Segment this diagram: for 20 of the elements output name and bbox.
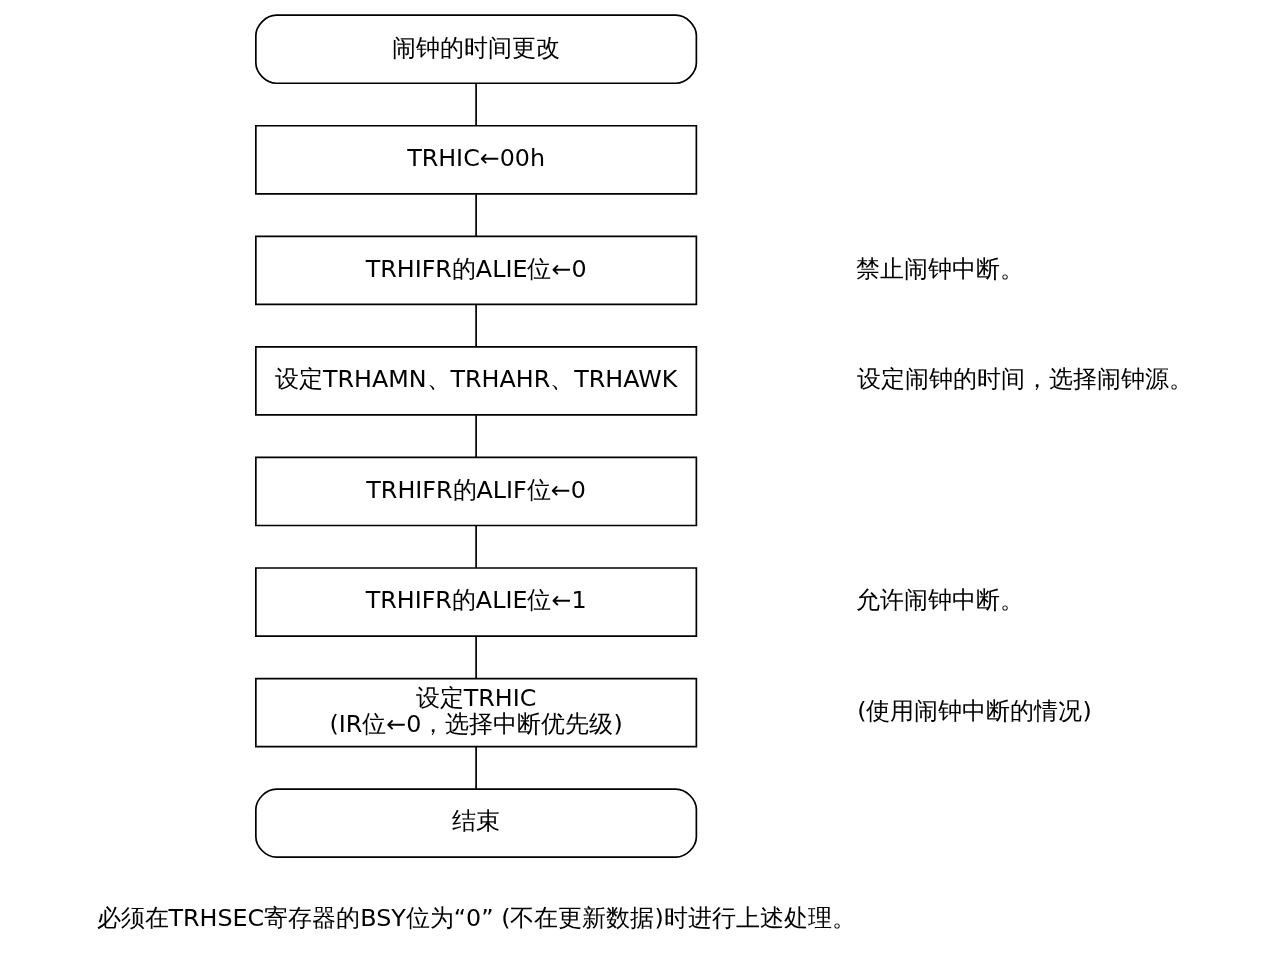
node-box: TRHIC←00h (254, 124, 697, 195)
connector (474, 414, 477, 459)
label: 设定闹钟的时间，选择闹钟源。 (857, 365, 1193, 394)
connector (474, 635, 477, 680)
node-box: 结束 (254, 788, 697, 858)
connector (474, 193, 477, 237)
node-box: 闹钟的时间更改 (254, 14, 697, 85)
connector (474, 82, 477, 127)
connector (474, 303, 477, 348)
node-box: TRHIFR的ALIE位←0 (254, 235, 697, 306)
node-box: TRHIFR的ALIE位←1 (254, 567, 697, 637)
node-box: 设定TRHAMN、TRHAHR、TRHAWK (254, 346, 697, 416)
label: (使用闹钟中断的情况) (856, 696, 1092, 725)
label: 禁止闹钟中断。 (855, 254, 1024, 283)
label: 必须在TRHSEC寄存器的BSY位为“0” (不在更新数据)时进行上述处理。 (96, 903, 856, 932)
connector (474, 525, 477, 569)
connector (474, 746, 477, 790)
node-box: TRHIFR的ALIF位←0 (254, 456, 697, 527)
node-box: 设定TRHIC (IR位←0，选择中断优先级) (254, 677, 697, 748)
label: 允许闹钟中断。 (855, 586, 1024, 615)
